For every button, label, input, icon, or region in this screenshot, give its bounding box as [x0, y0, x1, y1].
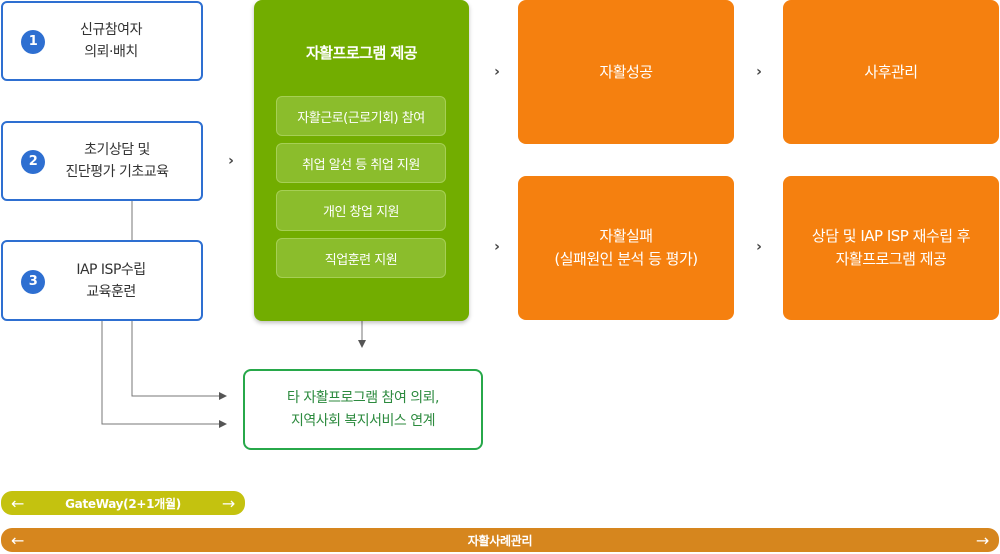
- step-3-box: 3 IAP ISP수립 교육훈련: [1, 240, 203, 321]
- step-3-number-badge: 3: [21, 270, 45, 294]
- case-management-timeline-bar: ← 자활사례관리 →: [1, 528, 999, 552]
- program-item-employment: 취업 알선 등 취업 지원: [276, 143, 446, 183]
- connector-step3-referral-lower: [101, 320, 227, 428]
- chevron-right-icon: ›: [228, 153, 234, 169]
- chevron-right-icon: ›: [756, 239, 762, 255]
- program-title: 자활프로그램 제공: [305, 44, 418, 62]
- referral-box: 타 자활프로그램 참여 의뢰, 지역사회 복지서비스 연계: [243, 369, 483, 450]
- outcome-reassess-box: 상담 및 IAP ISP 재수립 후 자활프로그램 제공: [783, 176, 999, 320]
- arrow-left-icon: ←: [11, 530, 25, 550]
- connector-step3-referral-upper: [131, 320, 227, 400]
- chevron-right-icon: ›: [756, 64, 762, 80]
- chevron-right-icon: ›: [494, 64, 500, 80]
- case-management-timeline-label: 자활사례관리: [467, 533, 533, 548]
- step-2-label: 초기상담 및 진단평가 기초교육: [65, 142, 170, 180]
- arrow-right-icon: →: [975, 530, 989, 550]
- outcome-aftercare-box: 사후관리: [783, 0, 999, 144]
- step-1-box: 1 신규참여자 의뢰·배치: [1, 1, 203, 81]
- arrow-left-icon: ←: [11, 493, 25, 513]
- step-1-number-badge: 1: [21, 30, 45, 54]
- gateway-timeline-label: GateWay(2+1개월): [65, 496, 181, 511]
- program-item-startup: 개인 창업 지원: [276, 190, 446, 231]
- outcome-success-box: 자활성공: [518, 0, 734, 144]
- step-3-label: IAP ISP수립 교육훈련: [76, 261, 146, 300]
- program-item-work: 자활근로(근로기회) 참여: [276, 96, 446, 136]
- step-2-number-badge: 2: [21, 150, 45, 174]
- gateway-timeline-bar: ← GateWay(2+1개월) →: [1, 491, 245, 515]
- step-2-box: 2 초기상담 및 진단평가 기초교육: [1, 121, 203, 201]
- chevron-right-icon: ›: [494, 239, 500, 255]
- outcome-failure-box: 자활실패 (실패원인 분석 등 평가): [518, 176, 734, 320]
- program-item-training: 직업훈련 지원: [276, 238, 446, 278]
- arrow-right-icon: →: [221, 493, 235, 513]
- program-box: 자활프로그램 제공 자활근로(근로기회) 참여 취업 알선 등 취업 지원 개인…: [254, 0, 469, 321]
- step-1-label: 신규참여자 의뢰·배치: [80, 22, 142, 60]
